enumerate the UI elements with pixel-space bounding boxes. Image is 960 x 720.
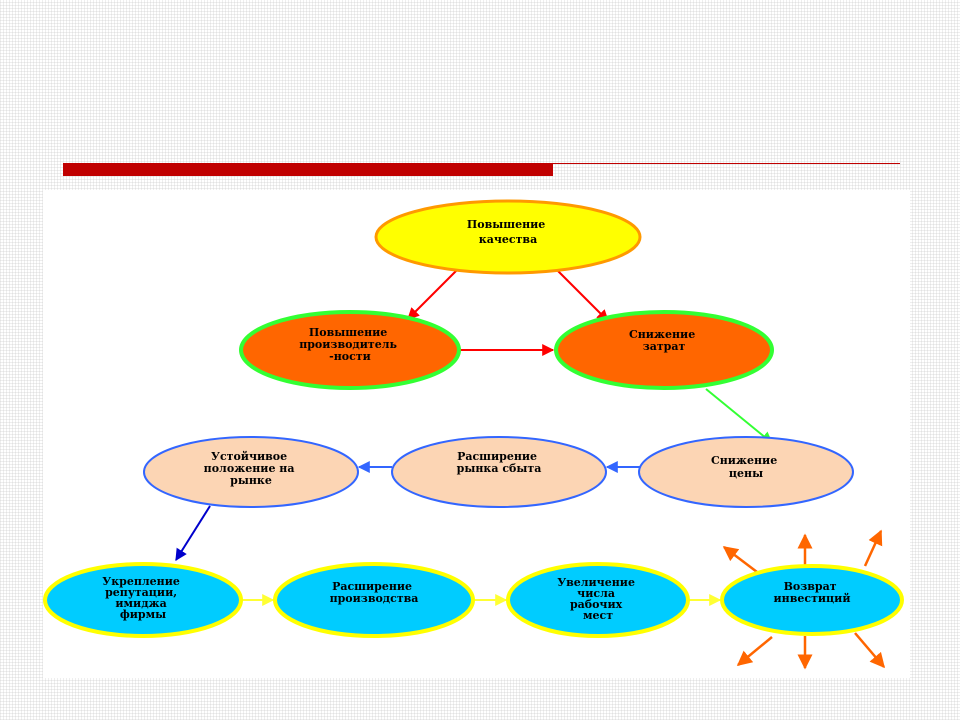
ray-investment-up-left [722, 546, 758, 573]
node-reputation-line-3: имиджа [115, 597, 166, 610]
node-productivity-line-3: -ности [329, 350, 371, 363]
node-market-line-2: рынка сбыта [457, 462, 542, 475]
node-investment-line-2: инвестиций [774, 592, 851, 605]
node-reputation: Укрепление репутации, имиджа фирмы [43, 562, 243, 638]
node-investment-line-1: Возврат [784, 580, 837, 593]
node-production: Расширение производства [273, 562, 475, 638]
node-position: Устойчивое положение на рынке [143, 436, 359, 508]
title-accent-bar [63, 163, 553, 176]
svg-text:Снижение затрат: Снижение затрат [629, 328, 699, 353]
node-quality: Повышение качества [374, 199, 642, 275]
svg-text:Укрепление репутации,: Укрепление репутации, имиджа фирмы [102, 575, 183, 621]
arrow-costs-to-price [705, 388, 773, 444]
node-production-line-1: Расширение [332, 580, 412, 593]
node-price: Снижение цены [638, 436, 854, 508]
svg-text:Возврат инвестиций: Возврат инвестиций [774, 580, 851, 605]
svg-text:Повышение производитель: Повышение производитель -ности [299, 326, 401, 363]
node-jobs: Увеличение числа рабочих мест [506, 562, 690, 638]
node-price-line-1: Снижение [711, 454, 777, 467]
arrow-quality-to-costs [556, 269, 609, 322]
node-price-line-2: цены [729, 467, 763, 480]
arrow-quality-to-productivity [407, 269, 458, 320]
node-position-line-1: Устойчивое [211, 450, 287, 463]
node-market: Расширение рынка сбыта [391, 436, 607, 508]
node-quality-line-2: качества [479, 233, 537, 246]
node-investment: Возврат инвестиций [720, 564, 904, 636]
svg-text:Расширение производства: Расширение производства [330, 580, 419, 605]
node-jobs-line-2: числа [577, 587, 615, 600]
node-production-line-2: производства [330, 592, 419, 605]
node-costs-line-1: Снижение [629, 328, 695, 341]
ray-investment-down-left [736, 636, 773, 666]
node-reputation-line-4: фирмы [120, 608, 166, 621]
svg-text:Увеличение числа р: Увеличение числа рабочих мест [557, 576, 639, 622]
node-market-line-1: Расширение [457, 450, 537, 463]
node-quality-line-1: Повышение [467, 218, 545, 231]
node-productivity-line-1: Повышение [309, 326, 387, 339]
node-productivity-line-2: производитель [299, 338, 397, 351]
node-position-line-2: положение на [204, 462, 295, 475]
svg-text:Снижение цены: Снижение цены [711, 454, 781, 480]
node-productivity: Повышение производитель -ности [239, 310, 461, 390]
ray-investment-up-right [863, 529, 883, 567]
node-jobs-line-3: рабочих [570, 598, 623, 611]
arrow-position-to-reputation [175, 505, 211, 562]
title-accent-line [553, 163, 900, 164]
arrows [175, 269, 885, 670]
node-position-line-3: рынке [230, 474, 272, 487]
ray-investment-down-right [854, 632, 885, 669]
svg-text:Расширение рынка сбыта: Расширение рынка сбыта [457, 450, 542, 475]
node-jobs-line-1: Увеличение [557, 576, 635, 589]
node-costs: Снижение затрат [554, 310, 774, 390]
svg-text:Устойчивое положение на: Устойчивое положение на рынке [204, 450, 299, 487]
node-reputation-line-2: репутации, [105, 586, 177, 599]
node-reputation-line-1: Укрепление [102, 575, 180, 588]
node-costs-line-2: затрат [643, 340, 686, 353]
node-jobs-line-4: мест [583, 609, 613, 622]
svg-text:Повышение качества: Повышение качества [467, 218, 549, 246]
